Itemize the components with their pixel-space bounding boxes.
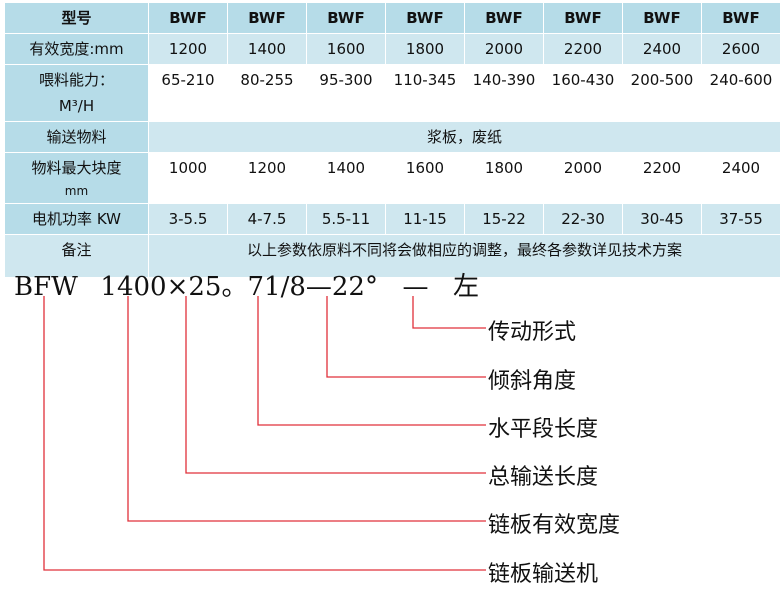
table-cell: 2600 [701, 33, 781, 65]
row-label-unit: M³/H [58, 97, 95, 115]
row-label: 备注 [4, 234, 149, 278]
table-row: 电机功率 KW 3-5.5 4-7.5 5.5-11 11-15 15-22 2… [4, 203, 781, 235]
legend-horizontal: 水平段长度 [488, 417, 599, 442]
code-part-dash-2: — [402, 272, 429, 302]
table-header-row: 型号 BWF BWF BWF BWF BWF BWF BWF BWF [4, 2, 781, 34]
row-label: 电机功率 KW [4, 203, 149, 235]
table-cell: 1200 [227, 152, 307, 204]
model-cell: BWF [385, 2, 465, 34]
code-part-horizontal: 71/8 [247, 272, 306, 302]
table-cell: 65-210 [148, 64, 228, 122]
model-code: BFW 1400×25。71/8—22° — 左 [14, 266, 479, 303]
table-span-cell: 浆板，废纸 [148, 121, 781, 153]
model-cell: BWF [464, 2, 544, 34]
table-row: 输送物料 浆板，废纸 [4, 121, 781, 153]
code-part-angle: 22° [331, 272, 378, 302]
table-cell: 5.5-11 [306, 203, 386, 235]
table-row: 物料最大块度 mm 1000 1200 1400 1600 1800 2000 … [4, 152, 781, 204]
table-cell: 2400 [701, 152, 781, 204]
table-cell: 37-55 [701, 203, 781, 235]
leader-horizontal [257, 296, 486, 426]
model-cell: BWF [543, 2, 623, 34]
model-cell: BWF [622, 2, 702, 34]
row-label: 喂料能力： M³/H [4, 64, 149, 122]
code-part-times: × [166, 272, 189, 302]
legend-drive: 传动形式 [488, 320, 577, 345]
table-cell: 2000 [464, 33, 544, 65]
table-cell: 4-7.5 [227, 203, 307, 235]
table-cell: 1000 [148, 152, 228, 204]
table-cell: 110-345 [385, 64, 465, 122]
leader-angle [326, 296, 486, 378]
legend-length: 总输送长度 [488, 465, 599, 490]
table-row: 备注 以上参数依原料不同将会做相应的调整，最终各参数详见技术方案 [4, 234, 781, 278]
table-cell: 1600 [306, 33, 386, 65]
code-part-width: 1400 [100, 272, 167, 302]
table-cell: 140-390 [464, 64, 544, 122]
table-cell: 1600 [385, 152, 465, 204]
table-cell: 11-15 [385, 203, 465, 235]
table-cell: 1400 [306, 152, 386, 204]
table-cell: 15-22 [464, 203, 544, 235]
table-row: 喂料能力： M³/H 65-210 80-255 95-300 110-345 … [4, 64, 781, 122]
table-cell: 200-500 [622, 64, 702, 122]
row-label-main: 喂料能力： [38, 71, 114, 89]
legend-series: 链板输送机 [488, 562, 599, 587]
legend-width: 链板有效宽度 [488, 513, 621, 538]
table-cell: 80-255 [227, 64, 307, 122]
code-part-series: BFW [14, 272, 78, 302]
row-label: 物料最大块度 mm [4, 152, 149, 204]
model-cell: BWF [701, 2, 781, 34]
table-cell: 2200 [622, 152, 702, 204]
code-part-length: 25 [188, 272, 222, 302]
table-cell: 95-300 [306, 64, 386, 122]
table-row: 有效宽度:mm 1200 1400 1600 1800 2000 2200 24… [4, 33, 781, 65]
table-span-cell: 以上参数依原料不同将会做相应的调整，最终各参数详见技术方案 [148, 234, 781, 278]
legend-angle: 倾斜角度 [488, 369, 577, 394]
table-cell: 1800 [385, 33, 465, 65]
leader-length [185, 296, 486, 474]
leader-series [43, 296, 486, 571]
row-label-main: 物料最大块度 [31, 159, 122, 177]
code-part-drive: 左 [453, 272, 480, 302]
leader-width [127, 296, 486, 522]
leader-drive [412, 296, 486, 329]
table-cell: 240-600 [701, 64, 781, 122]
code-part-dot: 。 [221, 272, 248, 302]
row-label: 输送物料 [4, 121, 149, 153]
row-label-unit: mm [64, 184, 89, 198]
table-cell: 1200 [148, 33, 228, 65]
spec-table: 型号 BWF BWF BWF BWF BWF BWF BWF BWF 有效宽度:… [4, 2, 781, 278]
table-cell: 160-430 [543, 64, 623, 122]
row-label: 有效宽度:mm [4, 33, 149, 65]
header-label: 型号 [4, 2, 149, 34]
table-cell: 3-5.5 [148, 203, 228, 235]
